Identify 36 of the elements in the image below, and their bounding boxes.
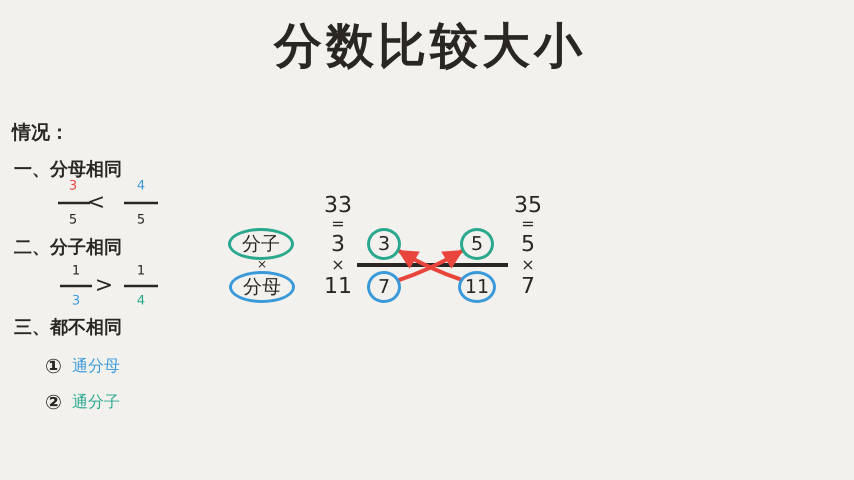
multiply-sign: × — [256, 258, 268, 270]
denominator: 5 — [68, 214, 78, 226]
term-ellipse: 分母 — [229, 271, 295, 303]
step-number: ① — [45, 356, 62, 376]
number-circle: 5 — [460, 228, 494, 260]
denominator: 4 — [136, 294, 146, 308]
title: 分数比较大小 — [274, 22, 586, 70]
multiply-sign: × — [521, 257, 535, 273]
case-text: 三、都不相同 — [14, 319, 122, 337]
heading-text: 情况： — [12, 124, 69, 142]
term-ellipse: 分子 — [228, 228, 294, 260]
factor-number: 11 — [324, 276, 352, 298]
numerator: 3 — [68, 180, 78, 192]
number-circle: 7 — [367, 271, 401, 303]
method-text: 通分母 — [72, 358, 120, 374]
denominator: 3 — [72, 294, 80, 308]
number-circle: 3 — [367, 228, 401, 260]
number-circle: 11 — [458, 271, 496, 303]
equals-sign: = — [331, 216, 345, 232]
comparison-sign: < — [86, 192, 106, 214]
multiply-sign: × — [331, 257, 345, 273]
product-number: 35 — [514, 195, 542, 217]
case-text: 二、分子相同 — [14, 239, 122, 257]
comparison-sign: > — [94, 275, 114, 297]
product-number: 33 — [324, 195, 352, 217]
equals-sign: = — [521, 216, 535, 232]
method-text: 通分子 — [72, 394, 120, 410]
step-number: ② — [45, 392, 62, 412]
numerator: 1 — [72, 264, 80, 278]
case-text: 一、分母相同 — [14, 161, 122, 179]
numerator: 1 — [136, 264, 146, 278]
denominator: 5 — [136, 214, 146, 226]
numerator: 4 — [136, 180, 146, 192]
factor-number: 7 — [521, 276, 535, 298]
factor-number: 5 — [521, 234, 535, 256]
factor-number: 3 — [331, 234, 345, 256]
